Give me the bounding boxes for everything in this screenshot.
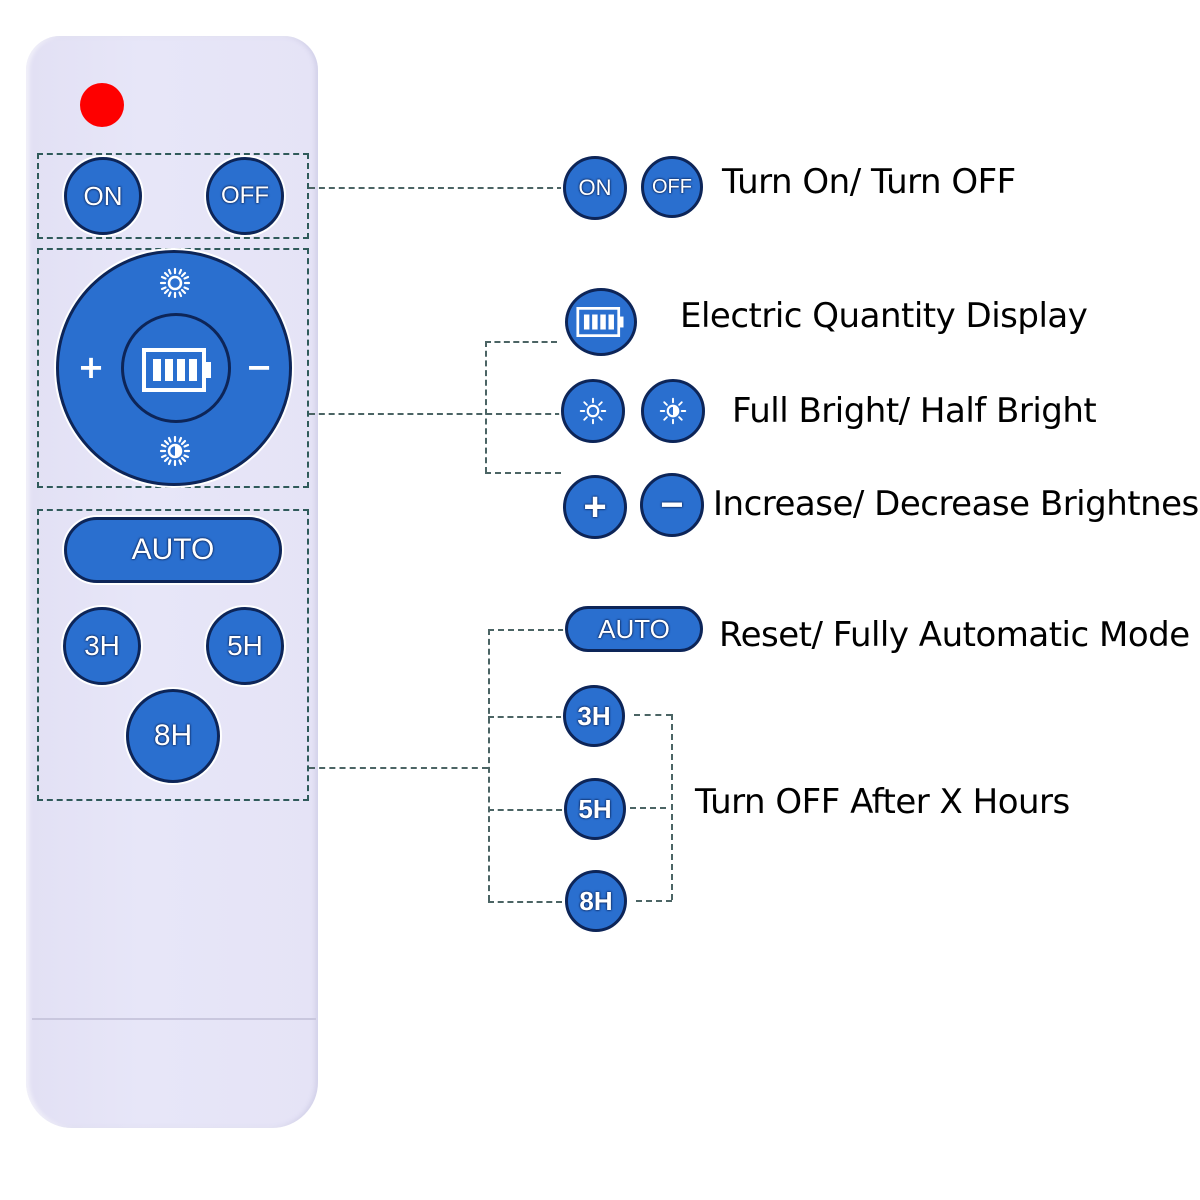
legend-plus-button: + — [563, 475, 627, 539]
5h-right-arm — [630, 807, 666, 809]
legend-auto-button: AUTO — [565, 606, 703, 652]
minus-icon: − — [660, 482, 684, 527]
on-button[interactable]: ON — [64, 157, 142, 235]
auto-bracket-arm — [488, 629, 564, 631]
battery-description: Electric Quantity Display — [680, 296, 1088, 336]
brightness-bracket-vertical — [485, 341, 487, 473]
timer-3h-button[interactable]: 3H — [63, 607, 141, 685]
timer-zone — [37, 509, 309, 801]
legend-5h-label: 5H — [578, 793, 612, 824]
legend-auto-label: AUTO — [598, 613, 670, 644]
timer-8h-button[interactable]: 8H — [126, 689, 220, 783]
timer-5h-button[interactable]: 5H — [206, 607, 284, 685]
legend-8h-button: 8H — [565, 870, 627, 932]
sun-icon — [159, 267, 191, 299]
on-button-label: ON — [83, 180, 123, 211]
battery-cover-seam — [32, 1018, 316, 1020]
hours-bracket-vertical — [671, 714, 673, 900]
half-sun-icon — [659, 397, 687, 425]
legend-8h-label: 8H — [579, 885, 613, 916]
adjust-bracket-arm — [485, 472, 561, 474]
battery-icon — [576, 307, 624, 337]
off-button-label: OFF — [221, 182, 269, 209]
brightness-control-zone — [37, 248, 309, 488]
timer-5h-label: 5H — [227, 630, 263, 661]
timer-8h-label: 8H — [153, 719, 193, 752]
legend-minus-button: − — [640, 473, 704, 537]
legend-half-bright-button — [641, 379, 705, 443]
legend-3h-button: 3H — [563, 685, 625, 747]
battery-display-button[interactable] — [121, 313, 231, 423]
timer-3h-label: 3H — [84, 630, 120, 661]
legend-5h-button: 5H — [564, 778, 626, 840]
increase-brightness-button[interactable]: + — [73, 348, 109, 386]
plus-icon: + — [583, 484, 607, 529]
brightness-connector-line — [309, 413, 561, 415]
half-sun-icon — [159, 435, 191, 467]
half-bright-button[interactable] — [157, 433, 193, 469]
brightness-dpad: + − — [56, 250, 292, 486]
timer-connector-line — [309, 767, 488, 769]
legend-on-button: ON — [563, 156, 627, 220]
brightness-mode-description: Full Bright/ Half Bright — [732, 391, 1097, 431]
power-description: Turn On/ Turn OFF — [722, 162, 1016, 202]
power-connector-line — [309, 187, 563, 189]
legend-full-bright-button — [561, 379, 625, 443]
legend-off-label: OFF — [652, 175, 692, 198]
power-button-zone — [37, 153, 309, 239]
battery-bracket-arm — [485, 341, 557, 343]
3h-right-arm — [634, 714, 672, 716]
legend-battery-button — [565, 288, 637, 356]
ir-led-indicator — [80, 83, 124, 127]
brightness-adjust-description: Increase/ Decrease Brightness — [713, 484, 1200, 524]
off-button[interactable]: OFF — [206, 157, 284, 235]
legend-3h-label: 3H — [577, 700, 611, 731]
full-bright-button[interactable] — [157, 265, 193, 301]
timer-description: Turn OFF After X Hours — [695, 782, 1070, 822]
8h-bracket-arm — [488, 901, 562, 903]
timer-bracket-vertical — [488, 629, 490, 901]
auto-button[interactable]: AUTO — [64, 517, 282, 583]
auto-description: Reset/ Fully Automatic Mode — [719, 615, 1190, 655]
decrease-brightness-button[interactable]: − — [241, 348, 277, 386]
minus-icon: − — [245, 348, 273, 386]
plus-icon: + — [77, 348, 105, 386]
auto-button-label: AUTO — [131, 533, 215, 566]
3h-bracket-arm — [488, 716, 562, 718]
8h-right-arm — [636, 900, 672, 902]
5h-bracket-arm — [488, 809, 562, 811]
battery-icon — [142, 348, 211, 392]
sun-icon — [579, 397, 607, 425]
legend-on-label: ON — [578, 175, 612, 200]
legend-off-button: OFF — [641, 156, 703, 218]
